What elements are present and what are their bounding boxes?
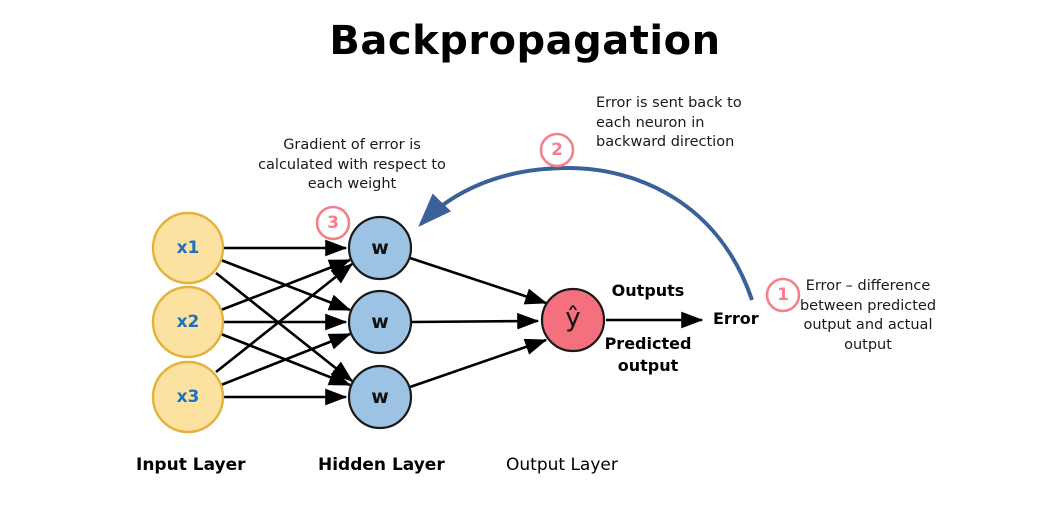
- edges-input-to-hidden: [215, 239, 354, 406]
- layer-label-output: Output Layer: [506, 455, 618, 475]
- edge-h3-yhat: [409, 338, 548, 389]
- edge-x3-h1: [215, 262, 354, 374]
- step-marker-circles: [315, 132, 801, 313]
- label-error: Error: [713, 309, 759, 328]
- edge-h2-yhat: [410, 312, 540, 330]
- marker-circle-3: [315, 205, 351, 241]
- page-title: Backpropagation: [329, 18, 721, 64]
- label-outputs: Outputs: [611, 281, 685, 300]
- annotation-step-3-text: Gradient of error is calculated with res…: [258, 137, 446, 193]
- marker-circle-2: [539, 132, 575, 168]
- edge-x3-h2: [220, 332, 352, 387]
- node-input-x1[interactable]: [151, 211, 225, 285]
- edge-h1-yhat: [409, 256, 548, 305]
- layer-label-input: Input Layer: [136, 455, 246, 475]
- edges-hidden-to-output: [409, 256, 548, 389]
- node-hidden-1[interactable]: [347, 215, 413, 281]
- annotation-step-2-text: Error is sent back to each neuron in bac…: [596, 95, 742, 151]
- node-hidden-2[interactable]: [347, 289, 413, 355]
- node-input-x2[interactable]: [151, 285, 225, 359]
- node-output-yhat[interactable]: [540, 287, 606, 353]
- backward-error-arrow: [418, 165, 754, 301]
- layer-label-hidden: Hidden Layer: [318, 455, 445, 475]
- marker-circle-1: [765, 277, 801, 313]
- hidden-layer-nodes: [347, 215, 413, 430]
- edge-x1-h3: [215, 271, 354, 383]
- label-predicted-output: Predicted output: [604, 334, 692, 376]
- edge-x2-h1: [220, 258, 352, 312]
- node-input-x3[interactable]: [151, 360, 225, 434]
- input-layer-nodes: [151, 211, 225, 434]
- annotation-step-1-text: Error – difference between predicted out…: [799, 278, 937, 353]
- node-hidden-3[interactable]: [347, 364, 413, 430]
